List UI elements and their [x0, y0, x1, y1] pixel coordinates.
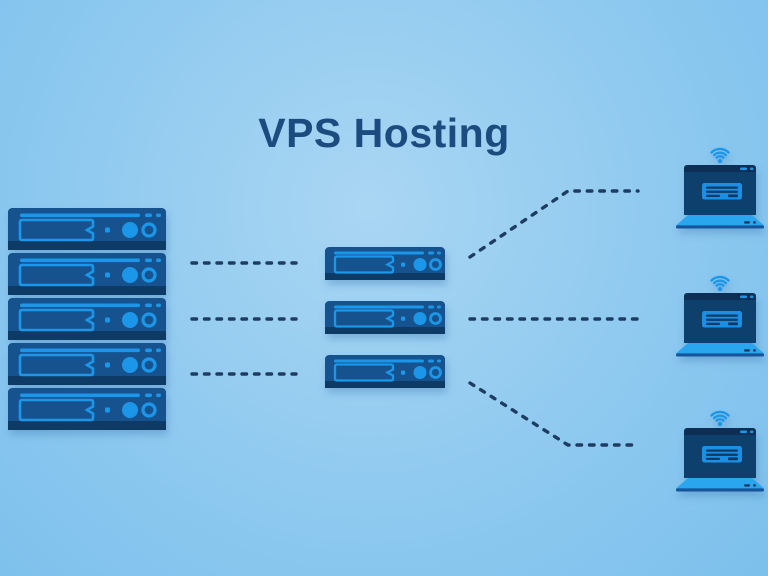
rack-server-icon	[6, 206, 168, 252]
vps-server-icon	[323, 299, 447, 336]
client-laptops	[674, 147, 766, 493]
rack-server-icon	[6, 341, 168, 387]
rack-server-icon	[6, 386, 168, 432]
rack-server-icon	[6, 296, 168, 342]
vps-server-icon	[323, 245, 447, 282]
connection-line-right-3	[468, 381, 640, 447]
connection-line-right-1	[468, 189, 640, 259]
laptop-icon	[674, 275, 766, 358]
physical-server-rack	[6, 206, 168, 432]
page-title: VPS Hosting	[258, 110, 510, 156]
laptop-icon	[674, 147, 766, 230]
vps-servers	[323, 245, 447, 390]
vps-server-icon	[323, 353, 447, 390]
laptop-icon	[674, 410, 766, 493]
rack-server-icon	[6, 251, 168, 297]
